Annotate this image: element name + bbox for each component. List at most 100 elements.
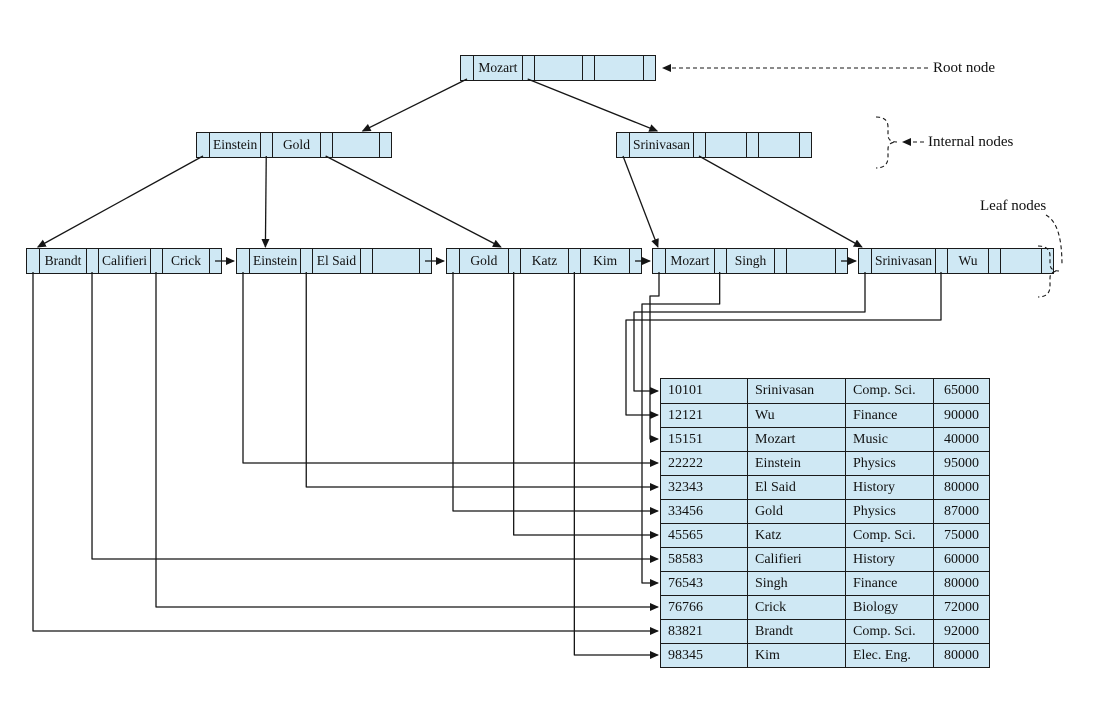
pointer-cell [419,249,431,273]
table-cell: El Said [747,476,845,499]
table-cell: Gold [747,500,845,523]
pointer-cell [379,133,391,157]
table-cell: Brandt [747,620,845,643]
key-cell: Srinivasan [871,249,935,273]
pointer-cell [568,249,580,273]
tree-node-root: Mozart [460,55,656,81]
table-cell: Finance [845,572,933,595]
table-cell: Mozart [747,428,845,451]
table-cell: Einstein [747,452,845,475]
tree-node-leaf-5: Srinivasan Wu [858,248,1054,274]
pointer-cell [260,133,272,157]
table-cell: 76766 [668,599,703,615]
label-internal-nodes: Internal nodes [928,134,1014,150]
table-cell: Biology [845,596,933,619]
table-cell: 40000 [933,428,989,451]
pointer-cell [150,249,162,273]
pointer-cell [693,133,705,157]
table-cell: 72000 [933,596,989,619]
child-pointer-arrow [325,155,502,248]
tree-node-leaf-3: Gold Katz Kim [446,248,642,274]
key-cell: Einstein [209,133,260,157]
table-cell: 33456 [668,503,703,519]
table-cell: History [845,476,933,499]
table-cell: 87000 [933,500,989,523]
key-cell [533,56,583,80]
internal-nodes-brace-icon [875,116,898,169]
record-pointer-arrow [305,272,659,491]
record-pointer-arrow [32,272,659,635]
key-cell [705,133,746,157]
child-pointer-arrow [698,155,863,248]
pointer-cell [617,133,629,157]
pointer-cell [835,249,847,273]
table-cell: 12121 [668,407,703,423]
child-pointer-arrow [622,155,659,248]
record-pointer-arrow [242,272,659,467]
table-cell: 80000 [933,476,989,499]
pointer-cell [447,249,459,273]
pointer-cell [774,249,786,273]
child-pointer-arrow [36,155,204,248]
table-cell: Srinivasan [747,379,845,403]
table-cell: Califieri [747,548,845,571]
key-cell: Katz [519,249,569,273]
label-root-node: Root node [933,60,996,76]
key-cell [371,249,419,273]
child-pointer-arrow [361,78,468,132]
record-pointer-arrow [649,272,660,443]
table-cell: 80000 [933,572,989,595]
table-cell: Physics [845,452,933,475]
table-cell: Music [845,428,933,451]
tree-node-leaf-1: Brandt Califieri Crick [26,248,222,274]
key-cell: Brandt [39,249,86,273]
table-cell: Comp. Sci. [845,620,933,643]
pointer-cell [237,249,249,273]
key-cell: El Said [312,249,359,273]
pointer-cell [507,249,520,273]
table-cell: 58583 [668,551,703,567]
key-cell [1000,249,1041,273]
key-cell: Wu [947,249,988,273]
table-cell: Elec. Eng. [845,644,933,667]
record-pointer-arrow [513,272,659,539]
key-cell: Kim [580,249,629,273]
table-cell: Kim [747,644,845,667]
record-pointer-arrow [452,272,659,515]
pointer-cell [197,133,209,157]
table-cell: Wu [747,404,845,427]
table-cell: Comp. Sci. [845,379,933,403]
table-cell: 95000 [933,452,989,475]
record-pointer-arrow [633,272,866,395]
pointer-cell [1041,249,1053,273]
record-pointer-arrow [573,272,659,659]
table-cell: 32343 [668,479,703,495]
table-cell: Finance [845,404,933,427]
pointer-cell [27,249,39,273]
key-cell: Mozart [665,249,714,273]
pointer-cell [643,56,655,80]
table-cell: 83821 [668,623,703,639]
key-cell: Gold [459,249,508,273]
key-cell: Califieri [98,249,150,273]
table-cell: 45565 [668,527,703,543]
pointer-cell [799,133,811,157]
label-leaf-nodes: Leaf nodes [980,198,1047,214]
key-cell: Srinivasan [629,133,693,157]
table-cell: History [845,548,933,571]
key-cell: Crick [162,249,209,273]
tree-node-internal-right: Srinivasan [616,132,812,158]
